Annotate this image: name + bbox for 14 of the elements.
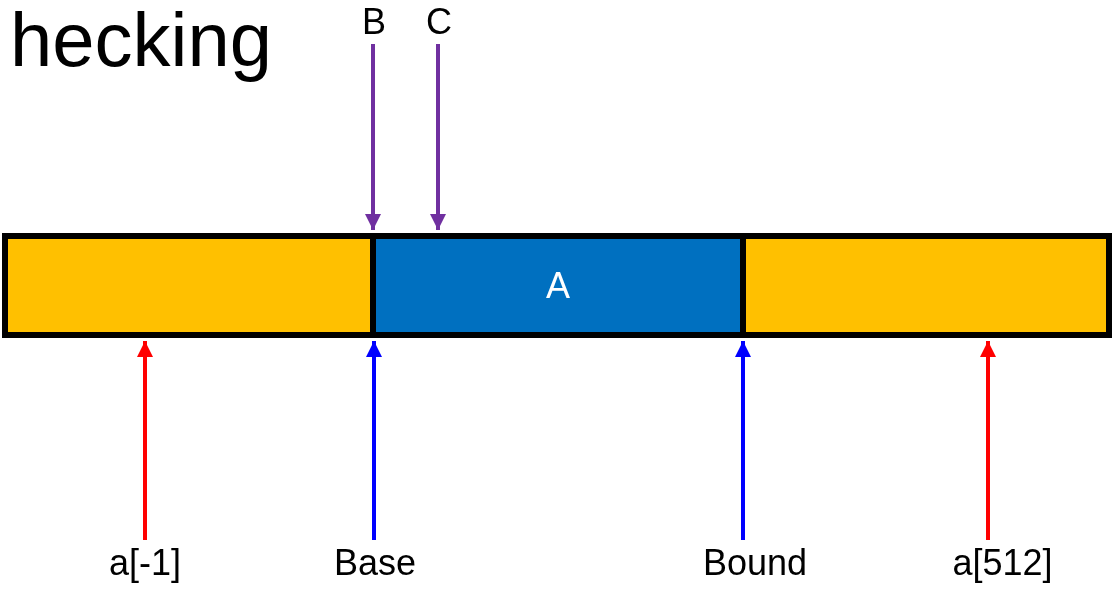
region-label: A <box>546 264 570 307</box>
pointer-label: a[512] <box>935 540 1070 586</box>
arrow <box>365 44 381 230</box>
pointer-label: Base <box>320 540 430 586</box>
arrow <box>430 44 446 230</box>
arrow <box>366 341 382 540</box>
pointer-label: B <box>355 0 393 44</box>
arrow <box>980 341 996 540</box>
pointer-label: a[-1] <box>95 540 195 586</box>
pointer-label: Bound <box>685 540 825 586</box>
pointer-label: C <box>420 0 458 44</box>
title: hecking <box>10 0 272 83</box>
arrow <box>735 341 751 540</box>
arrow <box>137 341 153 540</box>
